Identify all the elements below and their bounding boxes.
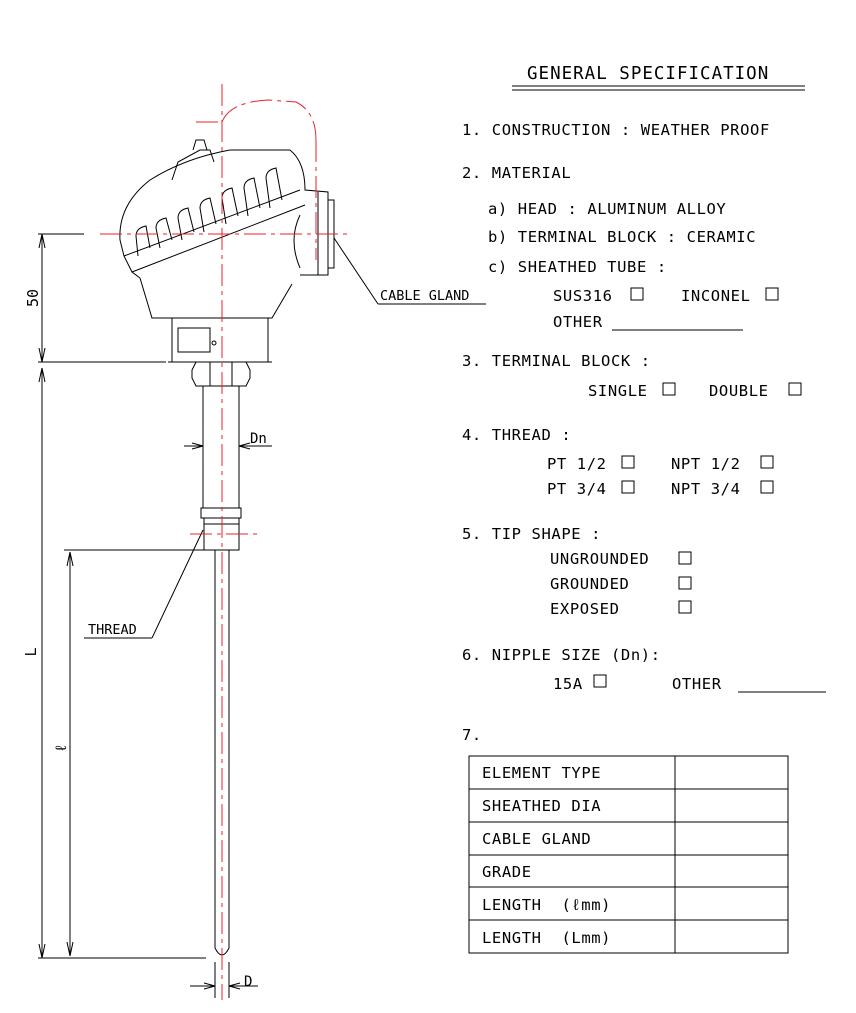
option-sus316-label: SUS316	[553, 287, 613, 305]
page-title: GENERAL SPECIFICATION	[527, 64, 769, 84]
cover-arc	[221, 99, 317, 141]
spec-table	[468, 755, 789, 954]
option-pt12-label: PT 1/2	[547, 455, 607, 473]
table-row-label-length-L: LENGTH (Lmm)	[482, 929, 611, 947]
checkbox-double[interactable]	[788, 382, 802, 396]
dim-Dn-label: Dn	[250, 431, 267, 447]
terminal-head	[119, 139, 335, 319]
option-other-label: OTHER	[553, 313, 603, 331]
table-row-label-element-type: ELEMENT TYPE	[482, 764, 601, 782]
table-row-label-sheathed-dia: SHEATHED DIA	[482, 797, 601, 815]
dimension-L	[38, 367, 206, 959]
table-row-label-cable-gland: CABLE GLAND	[482, 830, 591, 848]
spec-material: 2. MATERIAL	[462, 164, 571, 182]
dim-50-label: 50	[24, 289, 42, 307]
checkbox-15a[interactable]	[593, 674, 607, 688]
nipple	[200, 385, 242, 551]
leader-thread	[84, 529, 204, 639]
spec-tip-shape: 5. TIP SHAPE :	[462, 525, 601, 543]
thermocouple-drawing	[38, 139, 486, 998]
spec-thread: 4. THREAD :	[462, 426, 571, 444]
checkbox-grounded[interactable]	[678, 576, 692, 590]
specification-panel: GENERAL SPECIFICATION 1. CONSTRUCTION : …	[462, 64, 826, 954]
spec-terminal-block: 3. TERMINAL BLOCK :	[462, 352, 651, 370]
option-pt34-label: PT 3/4	[547, 480, 607, 498]
head-neck	[168, 317, 272, 363]
dim-l-label: ℓ	[52, 743, 70, 752]
cable-gland-label: CABLE GLAND	[380, 288, 469, 304]
spec-material-terminal: b) TERMINAL BLOCK : CERAMIC	[488, 228, 756, 246]
option-npt34-label: NPT 3/4	[671, 480, 741, 498]
checkbox-pt34[interactable]	[621, 480, 635, 494]
checkbox-single[interactable]	[662, 382, 676, 396]
centerlines	[100, 84, 352, 1000]
spec-construction: 1. CONSTRUCTION : WEATHER PROOF	[462, 121, 770, 139]
spec-item-7: 7.	[462, 726, 482, 744]
checkbox-npt34[interactable]	[760, 480, 774, 494]
checkbox-inconel[interactable]	[765, 287, 779, 301]
checkbox-exposed[interactable]	[678, 600, 692, 614]
checkbox-sus316[interactable]	[630, 287, 644, 301]
option-ungrounded-label: UNGROUNDED	[550, 550, 649, 568]
option-npt12-label: NPT 1/2	[671, 455, 741, 473]
option-single-label: SINGLE	[588, 382, 648, 400]
option-double-label: DOUBLE	[709, 382, 769, 400]
dimension-D	[190, 962, 258, 998]
spec-nipple-size: 6. NIPPLE SIZE (Dn):	[462, 646, 661, 664]
checkbox-pt12[interactable]	[621, 455, 635, 469]
dimension-Dn	[184, 438, 272, 452]
dim-D-label: D	[244, 974, 252, 990]
dimension-l	[64, 549, 206, 957]
spec-material-head: a) HEAD : ALUMINUM ALLOY	[488, 200, 726, 218]
option-grounded-label: GROUNDED	[550, 575, 629, 593]
option-15a-label: 15A	[553, 675, 583, 693]
leader-cable-gland	[333, 237, 486, 305]
option-exposed-label: EXPOSED	[550, 600, 620, 618]
spec-material-sheath: c) SHEATHED TUBE :	[488, 258, 667, 276]
checkbox-npt12[interactable]	[760, 455, 774, 469]
option-inconel-label: INCONEL	[681, 287, 751, 305]
dim-L-label: L	[22, 647, 40, 656]
option-other2-label: OTHER	[672, 675, 722, 693]
table-row-label-grade: GRADE	[482, 863, 532, 881]
table-row-label-length-l: LENGTH (ℓmm)	[482, 896, 611, 914]
checkbox-ungrounded[interactable]	[678, 551, 692, 565]
dimension-50	[38, 233, 166, 363]
thread-label: THREAD	[88, 622, 137, 638]
hex-nut	[191, 361, 251, 387]
